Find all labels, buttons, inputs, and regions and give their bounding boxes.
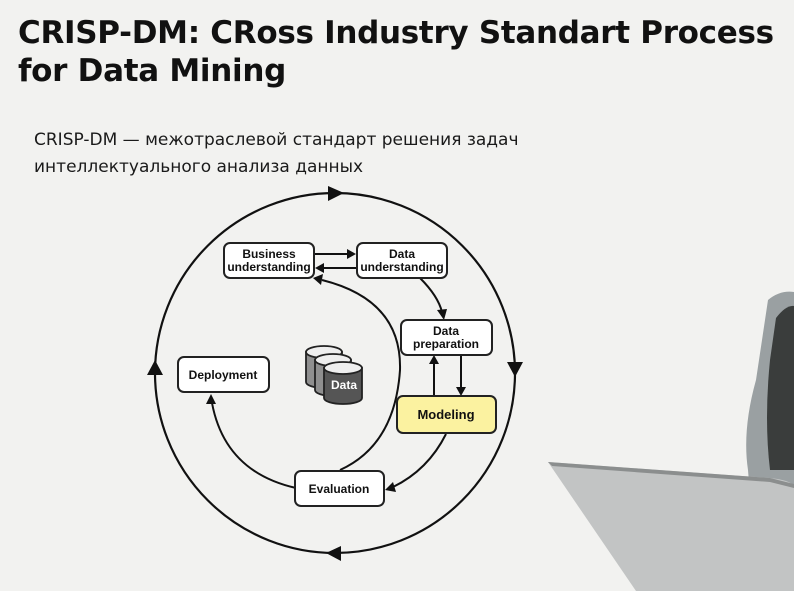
slide-title-line-1: CRISP-DM: CRoss Industry Standart Proces… bbox=[18, 15, 774, 51]
laptop-lid bbox=[548, 462, 794, 591]
business-understanding-label-2: understanding bbox=[227, 260, 310, 274]
slide-title-line-2: for Data Mining bbox=[18, 53, 286, 89]
business-understanding-box: Business understanding bbox=[223, 242, 315, 279]
arrow-to-data-preparation bbox=[419, 277, 443, 313]
arrow-business-to-data-understanding-head bbox=[347, 249, 356, 259]
slide-subtitle: CRISP-DM — межотраслевой стандарт решени… bbox=[34, 127, 634, 181]
arrow-data-understanding-to-business-head bbox=[315, 263, 324, 273]
deployment-label: Deployment bbox=[189, 368, 258, 382]
business-understanding-label-1: Business bbox=[242, 247, 296, 261]
cycle-arrow-left bbox=[147, 360, 163, 375]
arrow-evaluation-to-business-head bbox=[313, 274, 323, 285]
cycle-arrow-right bbox=[507, 362, 523, 377]
data-preparation-box: Data preparation bbox=[400, 319, 493, 356]
data-preparation-label-2: preparation bbox=[413, 337, 479, 351]
modeling-label: Modeling bbox=[417, 407, 474, 422]
slide-title: CRISP-DM: CRoss Industry Standart Proces… bbox=[18, 14, 788, 90]
arrow-evaluation-to-deployment-head bbox=[206, 394, 216, 404]
deployment-box: Deployment bbox=[177, 356, 270, 393]
slide-subtitle-line-1: CRISP-DM — межотраслевой стандарт решени… bbox=[34, 130, 519, 150]
arrow-evaluation-to-business bbox=[321, 279, 402, 471]
laptop-edge bbox=[548, 462, 794, 488]
data-store-label: Data bbox=[331, 378, 357, 392]
arrow-modeling-to-preparation-head bbox=[429, 355, 439, 364]
cycle-arrow-bottom bbox=[326, 546, 341, 561]
data-understanding-box: Data understanding bbox=[356, 242, 448, 279]
arrow-to-data-preparation-head bbox=[437, 309, 447, 320]
presenter-vest bbox=[767, 305, 794, 470]
cycle-arrow-top bbox=[328, 186, 344, 201]
data-store-icon: Data bbox=[305, 345, 363, 405]
slide-subtitle-line-2: интеллектуального анализа данных bbox=[34, 157, 364, 177]
modeling-box: Modeling bbox=[396, 395, 497, 434]
data-understanding-label-1: Data bbox=[389, 247, 415, 261]
evaluation-box: Evaluation bbox=[294, 470, 385, 507]
arrow-evaluation-to-deployment bbox=[211, 402, 297, 489]
evaluation-label: Evaluation bbox=[309, 482, 370, 496]
data-preparation-label-1: Data bbox=[433, 324, 459, 338]
arrow-modeling-to-evaluation-head bbox=[385, 482, 396, 492]
arrow-preparation-to-modeling-head bbox=[456, 387, 466, 396]
data-understanding-label-2: understanding bbox=[360, 260, 443, 274]
arrow-modeling-to-evaluation bbox=[392, 433, 447, 488]
